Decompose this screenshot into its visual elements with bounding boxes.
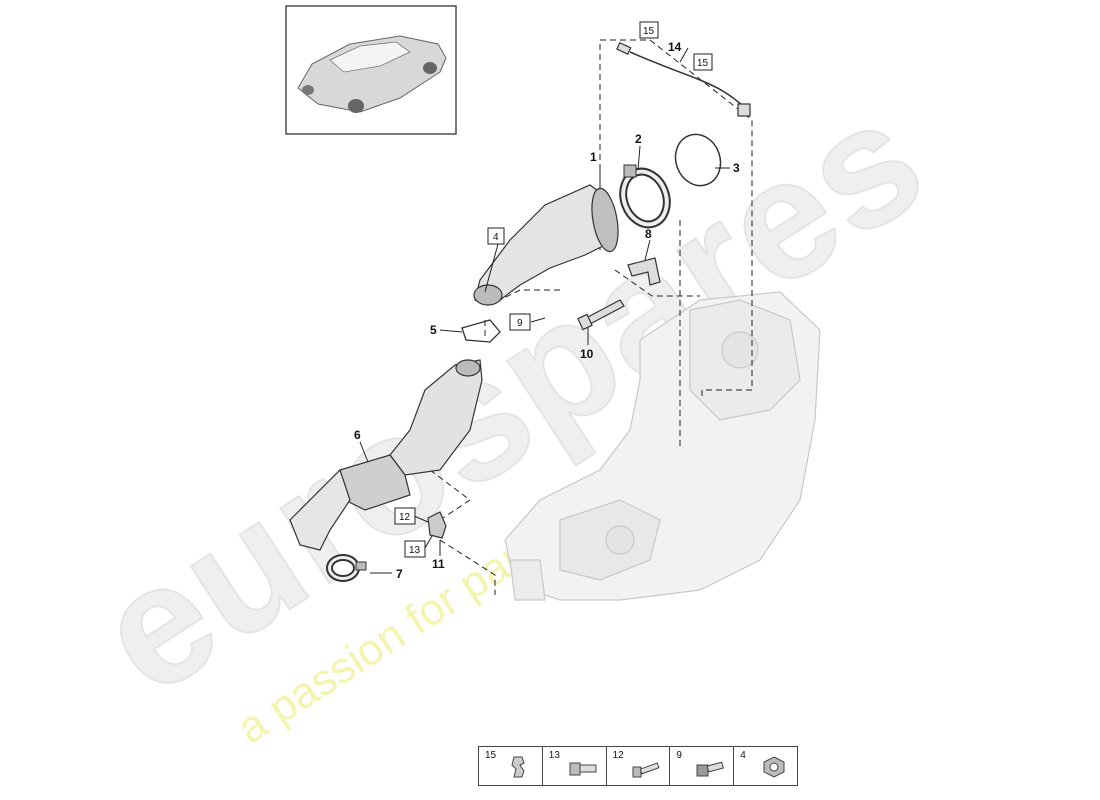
dashed-leaders <box>429 39 753 595</box>
legend-number: 4 <box>740 750 746 761</box>
bolt-icon <box>696 761 725 777</box>
legend-cell[interactable]: 9 <box>670 747 735 785</box>
legend-number: 13 <box>548 750 560 761</box>
boxed-callout-15-top: 15 <box>643 26 655 37</box>
catalytic-converter <box>289 359 483 551</box>
clamp-part <box>619 164 671 229</box>
legend-cell[interactable]: 4 <box>734 747 797 785</box>
nut-icon <box>763 756 785 778</box>
bolt-10 <box>577 299 625 331</box>
front-pipe <box>473 184 619 306</box>
legend-cell[interactable]: 15 <box>479 747 543 785</box>
transmission <box>504 291 821 601</box>
callout-6: 6 <box>354 428 361 442</box>
legend-number: 15 <box>485 750 497 761</box>
clip-icon <box>511 756 525 778</box>
callout-7: 7 <box>396 567 403 581</box>
bracket <box>627 257 661 286</box>
boxed-callout-13: 13 <box>409 545 421 556</box>
boxed-callout-12: 12 <box>399 512 411 523</box>
clamp-7 <box>326 554 367 582</box>
gasket-5 <box>461 319 501 343</box>
boxed-callout-15-right: 15 <box>697 58 709 69</box>
oxygen-sensor <box>616 41 751 117</box>
legend-number: 12 <box>612 750 624 761</box>
callout-numbers: 1 2 3 5 6 7 8 10 11 14 <box>354 40 740 581</box>
callout-14: 14 <box>668 40 682 54</box>
legend-cell[interactable]: 12 <box>607 747 671 785</box>
watermark-brand: eurospares <box>67 62 956 731</box>
callout-leaders <box>359 47 730 574</box>
hardware-legend: 15 13 12 9 4 <box>478 746 798 786</box>
callout-8: 8 <box>645 227 652 241</box>
callout-2: 2 <box>635 132 642 146</box>
callout-1: 1 <box>590 150 597 164</box>
bolt-icon <box>569 762 597 776</box>
gasket-ring <box>674 133 722 187</box>
callout-11: 11 <box>432 557 445 571</box>
vehicle-thumbnail <box>285 5 457 135</box>
boxed-callout-4: 4 <box>493 232 499 243</box>
boxed-callouts: 4 9 12 13 15 15 <box>394 21 713 558</box>
watermark: eurospares a passion for parts since 198… <box>66 61 957 754</box>
callout-10: 10 <box>580 347 594 361</box>
callout-3: 3 <box>733 161 740 175</box>
legend-number: 9 <box>676 750 682 761</box>
boxed-callout-9: 9 <box>517 318 523 329</box>
callout-5: 5 <box>430 323 437 337</box>
bolt-icon <box>632 762 660 778</box>
legend-cell[interactable]: 13 <box>543 747 607 785</box>
bracket-11 <box>427 511 447 539</box>
